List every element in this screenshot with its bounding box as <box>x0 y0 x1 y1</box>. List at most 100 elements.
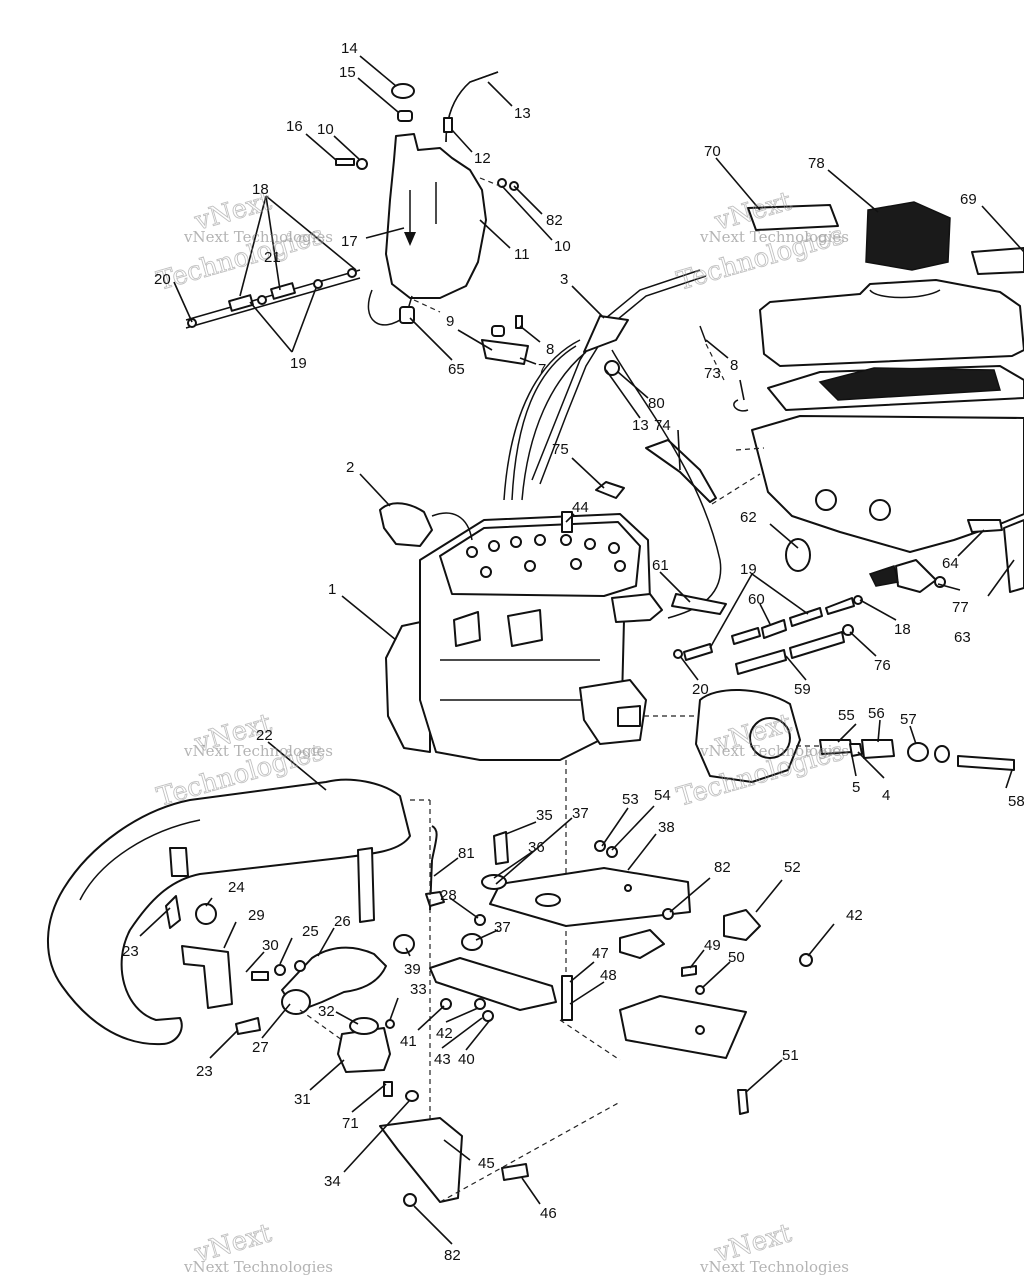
callout: 37 <box>572 805 589 822</box>
callout: 53 <box>622 791 639 808</box>
callout: 37 <box>494 919 511 936</box>
bolt-46 <box>501 1163 529 1181</box>
callout: 82 <box>444 1247 461 1264</box>
callout: 14 <box>341 40 358 57</box>
callout: 3 <box>560 271 568 288</box>
callout: 78 <box>808 155 825 172</box>
nut-42a <box>799 953 813 967</box>
bolt-16 <box>335 158 355 166</box>
callout: 57 <box>900 711 917 728</box>
callout: 13 <box>514 105 531 122</box>
bolt-51 <box>737 1089 749 1115</box>
engine-assembly <box>379 502 727 1010</box>
callout: 70 <box>704 143 721 160</box>
callout: 63 <box>954 629 971 646</box>
svg-text:vNext Technologies: vNext Technologies <box>183 742 333 760</box>
callout: 74 <box>654 417 671 434</box>
grommet-64 <box>967 519 1003 533</box>
callout: 23 <box>122 943 139 960</box>
callout: 19 <box>290 355 307 372</box>
grommet-39 <box>393 934 415 954</box>
callout: 20 <box>692 681 709 698</box>
bracket-7 <box>481 339 529 365</box>
svg-text:vNext Technologies: vNext Technologies <box>699 742 849 760</box>
callout: 7 <box>538 361 546 378</box>
airbox-lid <box>759 279 1024 367</box>
airbox-base <box>751 415 1024 553</box>
callout: 42 <box>846 907 863 924</box>
callout: 59 <box>794 681 811 698</box>
callout: 18 <box>252 181 269 198</box>
connector-60 <box>761 619 787 639</box>
callout: 60 <box>748 591 765 608</box>
callout: 11 <box>514 246 530 263</box>
callout: 54 <box>654 787 671 804</box>
filter-element <box>818 367 1001 401</box>
callout: 40 <box>458 1051 475 1068</box>
callout: 19 <box>740 561 757 578</box>
callout: 50 <box>728 949 745 966</box>
callout: 15 <box>339 64 356 81</box>
callout: 73 <box>704 365 721 382</box>
callout: 47 <box>592 945 609 962</box>
callout: 75 <box>552 441 569 458</box>
callout: 23 <box>196 1063 213 1080</box>
stinger <box>357 847 375 923</box>
callout: 44 <box>572 499 589 516</box>
watermark-bottom-right: vNext vNext Technologies <box>699 1218 849 1276</box>
boot-62 <box>785 538 811 572</box>
callout: 21 <box>264 249 281 266</box>
plate-38 <box>489 867 691 927</box>
crankshaft-end <box>617 705 641 727</box>
callout: 26 <box>334 913 351 930</box>
tank-cap <box>391 83 415 99</box>
bracket-74 <box>645 439 717 503</box>
bracket-29 <box>181 945 233 1009</box>
callout: 56 <box>868 705 885 722</box>
callout: 31 <box>294 1091 311 1108</box>
callout: 55 <box>838 707 855 724</box>
nut-82c <box>403 1193 417 1207</box>
svg-text:vNext Technologies: vNext Technologies <box>183 228 333 246</box>
bracket-77 <box>1003 519 1024 593</box>
callout: 32 <box>318 1003 335 1020</box>
callout: 12 <box>474 150 491 167</box>
callout: 36 <box>528 839 545 856</box>
callout: 10 <box>554 238 571 255</box>
callout: 22 <box>256 727 273 744</box>
flange-31 <box>337 1027 391 1073</box>
fuel-line-assembly-right <box>673 559 946 675</box>
callout: 76 <box>874 657 891 674</box>
exhaust-port <box>611 593 663 623</box>
callout: 64 <box>942 555 959 572</box>
callout: 62 <box>740 509 757 526</box>
callout-labels: 14 15 13 16 10 12 18 17 82 10 11 20 21 1… <box>122 40 1024 1264</box>
panel-69 <box>971 247 1024 275</box>
fuel-pump-63 <box>895 559 937 593</box>
callout: 77 <box>952 599 969 616</box>
cable-junction <box>583 315 629 353</box>
callout: 29 <box>248 907 265 924</box>
washer-57 <box>907 742 929 762</box>
callout: 45 <box>478 1155 495 1172</box>
callout: 52 <box>784 859 801 876</box>
pto-housing <box>579 679 647 745</box>
cover-49 <box>619 929 665 959</box>
callout: 4 <box>882 787 890 804</box>
watermark-bottom-left: vNext vNext Technologies <box>183 1218 333 1276</box>
callout: 51 <box>782 1047 799 1064</box>
bolt-58 <box>957 755 1015 771</box>
callout: 65 <box>448 361 465 378</box>
bushing-56 <box>861 739 895 759</box>
callout: 2 <box>346 459 354 476</box>
gasket-70 <box>747 204 839 231</box>
callout: 81 <box>458 845 475 862</box>
exhaust-assembly <box>46 778 445 1180</box>
cap-gasket <box>397 110 413 122</box>
callout: 8 <box>546 341 554 358</box>
callout: 16 <box>286 118 303 135</box>
fitting-12 <box>443 117 453 133</box>
grommet-24 <box>195 903 217 925</box>
svg-text:vNext Technologies: vNext Technologies <box>699 228 849 246</box>
